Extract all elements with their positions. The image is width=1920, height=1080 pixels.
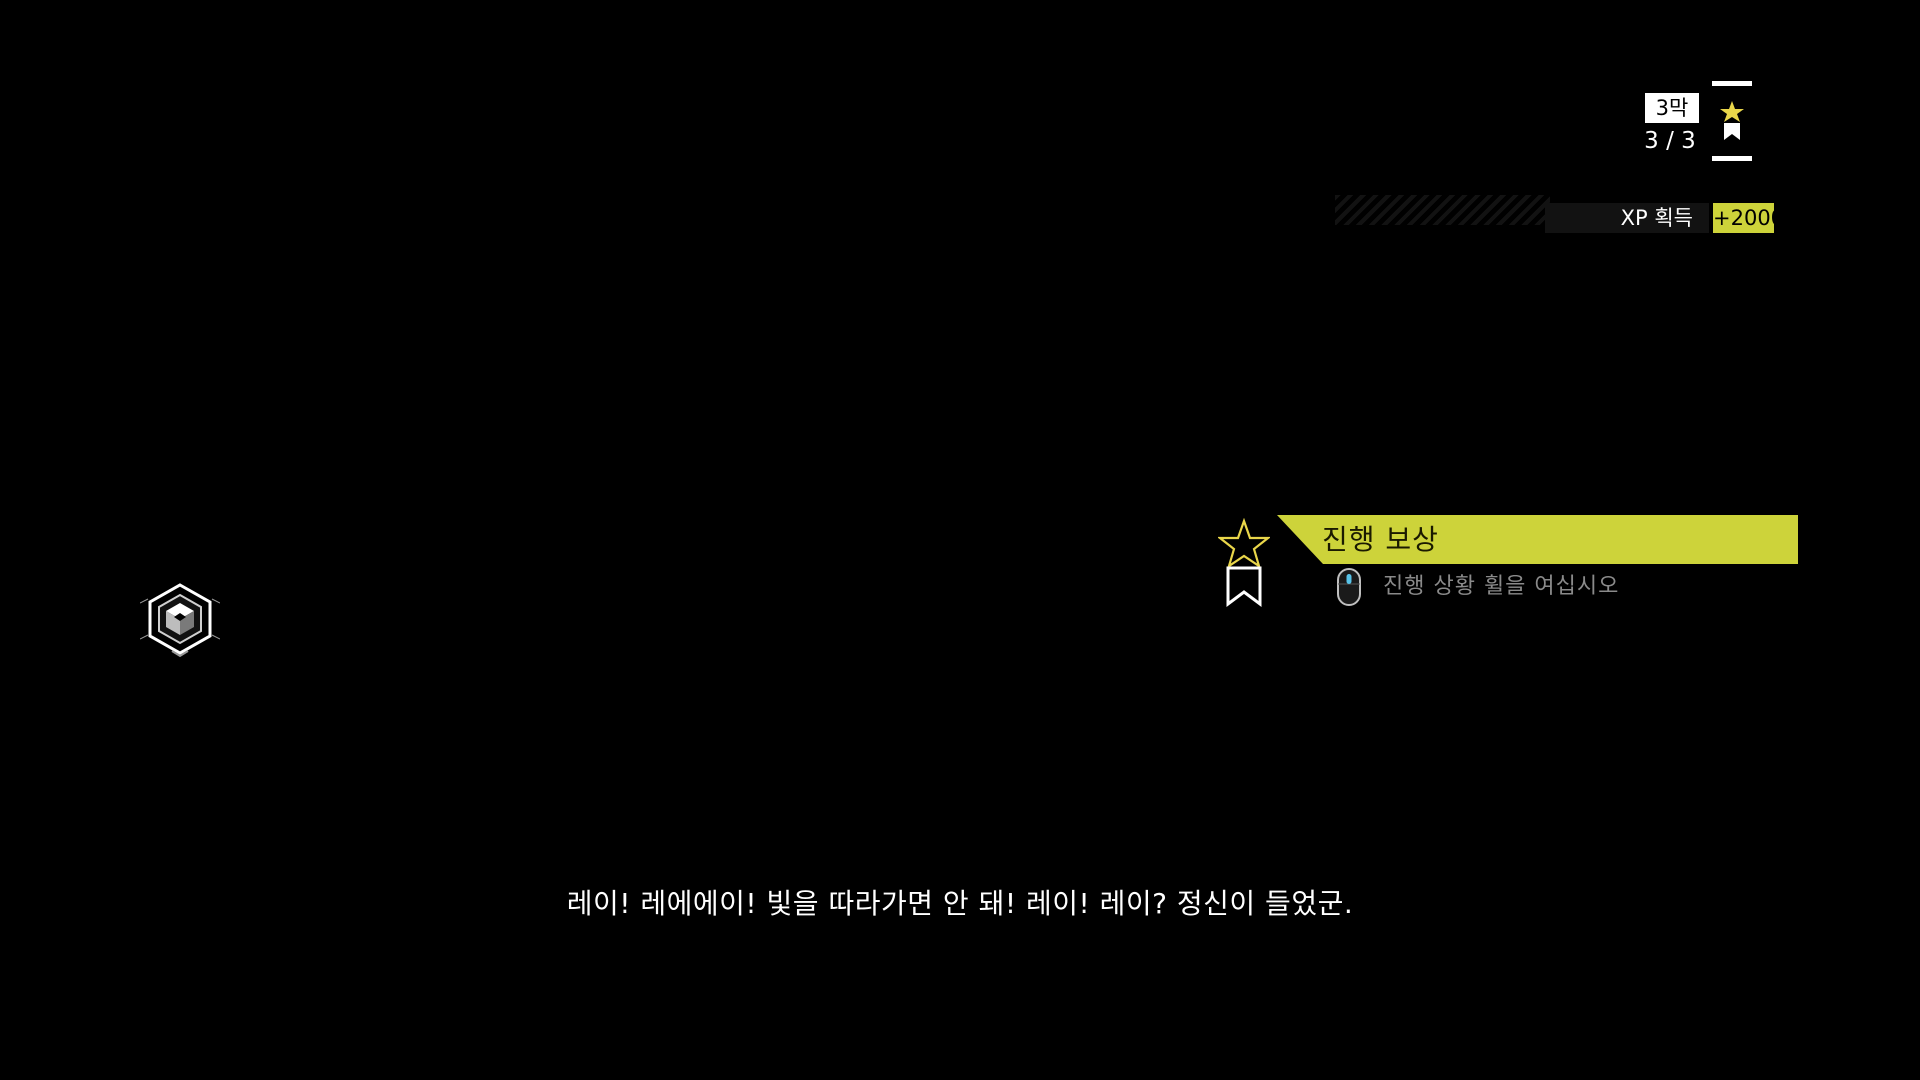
chapter-progress: 3 / 3: [1644, 128, 1696, 154]
xp-bar: [1545, 203, 1709, 233]
chapter-label: 3막: [1645, 93, 1699, 123]
reward-hint: 진행 상황 휠을 여십시오: [1383, 574, 1620, 599]
xp-stripe-decoration: [1335, 195, 1550, 225]
hex-cube-logo: [139, 583, 221, 665]
reward-banner: [1277, 515, 1798, 564]
badge-bar-top: [1712, 81, 1752, 86]
xp-value: +2000: [1713, 203, 1784, 233]
star-ribbon-icon: [1720, 101, 1744, 140]
star-outline-ribbon-icon: [1216, 517, 1272, 614]
xp-label: XP 획득: [1620, 206, 1693, 230]
reward-title: 진행 보상: [1322, 523, 1439, 556]
chapter-badge: [1710, 81, 1754, 161]
dialogue-subtitle: 레이! 레에에이! 빛을 따라가면 안 돼! 레이! 레이? 정신이 들었군.: [566, 887, 1354, 920]
mouse-wheel-icon: [1335, 567, 1363, 611]
badge-bar-bottom: [1712, 156, 1752, 161]
